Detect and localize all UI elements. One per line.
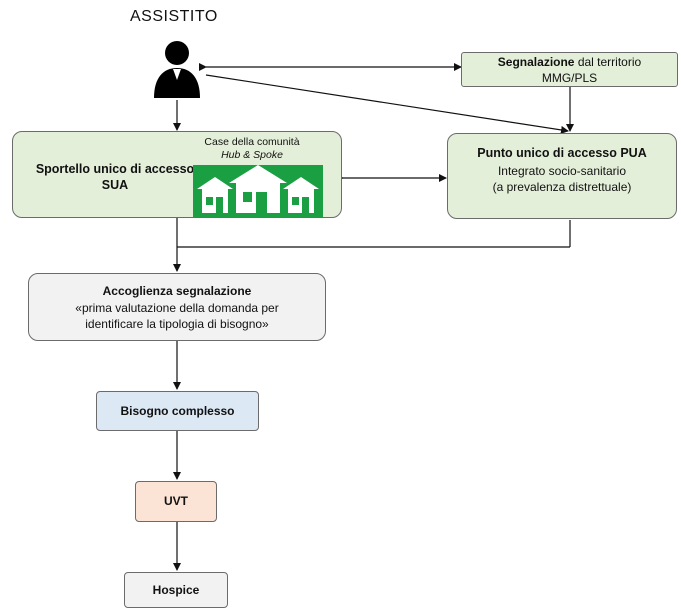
pua-line3: (a prevalenza distrettuale)	[492, 180, 632, 194]
pua-box: Punto unico di accesso PUA Integrato soc…	[447, 133, 677, 219]
sua-case-line2: Hub & Spoke	[221, 149, 283, 161]
sua-case-line1: Case della comunità	[204, 136, 300, 148]
accoglienza-box: Accoglienza segnalazione «prima valutazi…	[28, 273, 326, 341]
hospice-label: Hospice	[152, 583, 200, 597]
hospice-box: Hospice	[124, 572, 228, 608]
assistito-label: ASSISTITO	[130, 8, 218, 25]
segnalazione-line2: MMG/PLS	[541, 71, 598, 85]
bisogno-complesso-label: Bisogno complesso	[120, 404, 235, 418]
uvt-label: UVT	[164, 494, 188, 508]
arrow-person-pua	[205, 74, 569, 134]
person-icon	[154, 41, 200, 98]
accoglienza-title: Accoglienza segnalazione	[102, 284, 252, 298]
segnalazione-rest: dal territorio	[574, 55, 642, 69]
sua-title-line2: SUA	[101, 178, 129, 192]
uvt-box: UVT	[135, 481, 217, 522]
segnalazione-bold: Segnalazione	[497, 55, 575, 69]
houses-icon	[193, 165, 323, 217]
bisogno-complesso-box: Bisogno complesso	[96, 391, 259, 431]
sua-title-line1: Sportello unico di accesso	[35, 162, 195, 176]
pua-line2: Integrato socio-sanitario	[497, 164, 627, 178]
sua-box: Sportello unico di accesso SUA Case dell…	[12, 131, 342, 218]
accoglienza-line2: «prima valutazione della domanda per	[75, 301, 279, 315]
segnalazione-box: Segnalazione dal territorio MMG/PLS	[461, 52, 678, 87]
accoglienza-line3: identificare la tipologia di bisogno»	[85, 317, 269, 331]
pua-title: Punto unico di accesso PUA	[477, 146, 647, 160]
